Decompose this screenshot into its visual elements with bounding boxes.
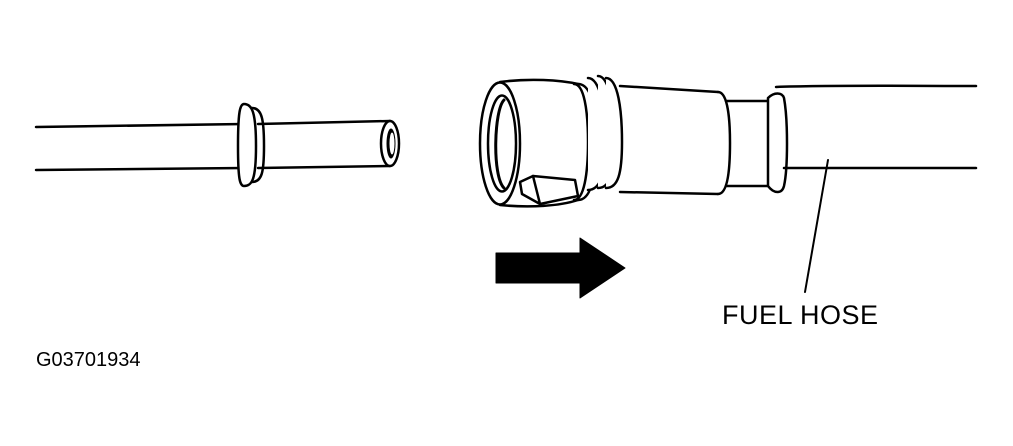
quick-connector: [478, 74, 789, 208]
figure-code: G03701934: [36, 349, 141, 371]
right-arrow-icon: [495, 237, 626, 299]
fuel-hose-leader-line: [804, 159, 829, 293]
fuel-hose: [774, 84, 978, 170]
fuel-pipe: [34, 102, 401, 188]
fuel-hose-label: FUEL HOSE: [722, 300, 879, 330]
